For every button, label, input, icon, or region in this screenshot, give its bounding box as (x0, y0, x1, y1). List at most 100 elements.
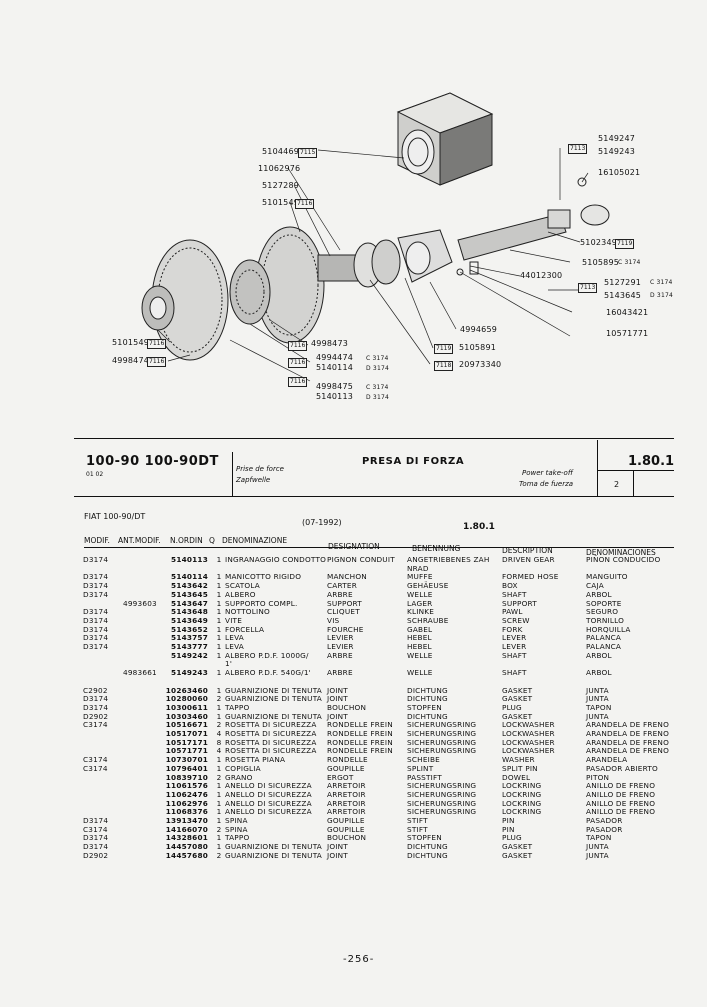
cell-mod: D3174 (83, 642, 109, 652)
cell-it: INGRANAGGIO CONDOTTO (225, 555, 327, 564)
cell-it: ALBERO (225, 589, 256, 599)
cell-fr: ARRETOIR (327, 807, 366, 817)
cell-it: GUARNIZIONE DI TENUTA (225, 842, 322, 852)
cell-ant (123, 774, 165, 783)
col-n-ordin: N.ORDIN (170, 536, 203, 545)
cell-es: TAPON (586, 702, 612, 712)
cell-fr: JOINT (327, 694, 348, 704)
cell-es: PASADOR (586, 824, 623, 834)
cell-mod (83, 800, 123, 809)
model-line: FIAT 100-90/DT (84, 512, 146, 521)
cell-it: VITE (225, 615, 243, 625)
cell-en: PIN (502, 824, 515, 834)
cell-de: STIFT (407, 816, 428, 826)
cell-fr: ARBRE (327, 589, 353, 599)
cell-de: MUFFE (407, 572, 433, 582)
cell-en: SHAFT (502, 668, 527, 678)
cell-en: FORMED HOSE (502, 572, 559, 582)
cell-es: PITON (586, 772, 610, 782)
cell-es: TORNILLO (586, 615, 625, 625)
cell-ant (123, 800, 165, 809)
cell-de: SCHEIBE (407, 755, 440, 765)
cell-mod: C2902 (83, 685, 108, 695)
cell-mod (83, 774, 123, 783)
cell-en: PAWL (502, 607, 523, 617)
cell-de: STOPFEN (407, 833, 442, 843)
cell-fr: CARTER (327, 581, 357, 591)
cell-q: 1 (216, 581, 222, 591)
callout-4994659: 4994659 (460, 325, 498, 334)
cell-en: SUPPORT (502, 598, 537, 608)
cell-es: JUNTA (586, 850, 609, 860)
ref-tag-7118: 7118 (434, 361, 454, 371)
callout-10571771: 10571771 (606, 329, 649, 338)
cell-es: CAJA (586, 581, 604, 591)
model-name: 100-90 100-90DT (86, 454, 219, 469)
ref-c3174-c: C 3174 (366, 355, 389, 362)
cell-de: WELLE (407, 589, 433, 599)
cell-it: GUARNIZIONE DI TENUTA (225, 850, 322, 860)
cell-q: 1 (216, 685, 222, 695)
cell-no: 14457680 (165, 850, 208, 860)
cell-de: HEBEL (407, 642, 432, 652)
cell-de: WELLE (407, 650, 433, 660)
cell-no: 10516671 (165, 720, 208, 730)
date: (07-1992) (302, 518, 342, 527)
cell-en: LOCKRING (502, 798, 542, 808)
cell-ant (123, 843, 165, 852)
ref-c3174-d: C 3174 (366, 384, 389, 391)
cell-es: PIÑON CONDUCIDO (586, 555, 661, 564)
cell-ant (123, 695, 165, 704)
cell-mod (83, 782, 123, 791)
cell-es: ANILLO DE FRENO (586, 807, 656, 817)
callout-5102349: 5102349 (580, 238, 618, 247)
cell-it: ANELLO DI SICUREZZA (225, 807, 312, 817)
gear-drawing-1 (141, 239, 229, 361)
cell-de: SICHERUNGSRING (407, 798, 477, 808)
cell-it: GRANO (225, 772, 253, 782)
cell-q: 1 (216, 633, 222, 643)
cell-mod: C3174 (83, 755, 108, 765)
ref-tag-7113-b: 7113 (578, 283, 598, 293)
cell-en: LOCKWASHER (502, 746, 555, 756)
cell-it: SPINA (225, 824, 248, 834)
callout-5105895: 5105895 (582, 258, 620, 267)
cell-fr: ARRETOIR (327, 781, 366, 791)
cell-ant (123, 643, 165, 652)
cell-no: 10517171 (165, 737, 208, 747)
cell-de: GEHÄEUSE (407, 581, 449, 591)
cell-it: MANICOTTO RIGIDO (225, 572, 302, 582)
cell-no: 11062476 (165, 789, 208, 799)
callout-11062976: 11062976 (258, 164, 301, 173)
cell-fr: RONDELLE (327, 755, 368, 765)
col-ant-modif: ANT.MODIF. (118, 536, 161, 545)
callout-5101549-b: 5101549 (112, 338, 150, 347)
cell-it: FORCELLA (225, 624, 265, 634)
cell-q: 1 (216, 615, 222, 625)
cell-it: ANELLO DI SICUREZZA (225, 789, 312, 799)
cell-ant (123, 747, 165, 756)
callout-5149247: 5149247 (598, 134, 636, 143)
cell-en: PLUG (502, 833, 522, 843)
cell-it: GUARNIZIONE DI TENUTA (225, 694, 322, 704)
cell-q: 2 (216, 850, 222, 860)
cell-de: DICHTUNG (407, 694, 448, 704)
cell-en: GASKET (502, 694, 533, 704)
header-bottom-rule (74, 496, 674, 497)
cell-fr: VIS (327, 615, 340, 625)
cell-mod: D2902 (83, 850, 109, 860)
cell-en: LEVER (502, 633, 527, 643)
cell-it: 1' (225, 659, 233, 669)
cell-ant (123, 808, 165, 817)
cell-es: JUNTA (586, 842, 609, 852)
cell-fr: PIGNON CONDUIT (327, 555, 395, 564)
cell-q: 2 (216, 772, 222, 782)
ref-tag-7119-b: 7119 (434, 344, 454, 354)
cell-fr: ARBRE (327, 650, 353, 660)
